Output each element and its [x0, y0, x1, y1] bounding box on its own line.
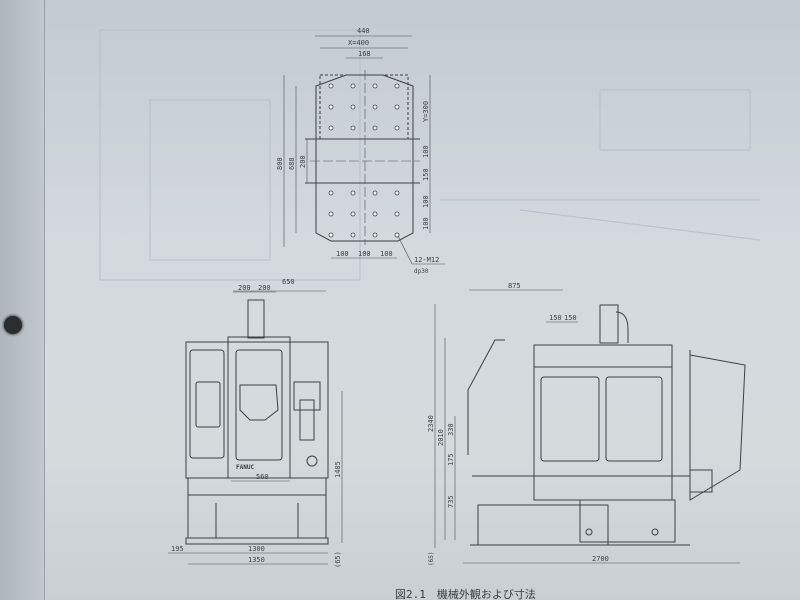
dim-2700: 2700	[592, 555, 609, 563]
dim-200: 200	[299, 155, 307, 168]
front-view: 650 200 200 FANUC 560 1485 (65) 195 1300…	[168, 278, 343, 568]
dim-1350: 1350	[248, 556, 265, 564]
dim-168: 168	[358, 50, 371, 58]
figure-caption: 図2.1 機械外観および寸法	[395, 587, 536, 600]
dim-195: 195	[171, 545, 184, 553]
dim-right-100: 100	[422, 145, 430, 158]
table-drawing: 440 X=400 168 800 688 200 Y=300 100 150 …	[276, 27, 445, 275]
binder-margin	[0, 0, 45, 600]
dim-65-side: (65)	[428, 552, 435, 566]
dim-1485: 1485	[334, 461, 342, 478]
dim-2340: 2340	[427, 415, 435, 432]
dim-bottom-100: 100	[336, 250, 349, 258]
dim-440: 440	[357, 27, 370, 35]
dim-2010: 2010	[437, 429, 445, 446]
dim-200-right: 200	[258, 284, 271, 292]
dim-150-left: 150	[549, 314, 562, 322]
hole-depth-label: dp30	[414, 268, 429, 275]
dim-150-right: 150	[564, 314, 577, 322]
dim-875: 875	[508, 282, 521, 290]
dim-right-150: 150	[422, 168, 430, 181]
dim-1300: 1300	[248, 545, 265, 553]
brand-logo: FANUC	[236, 464, 254, 471]
dim-x-travel: X=400	[348, 39, 369, 47]
dim-right-100: 100	[422, 195, 430, 208]
side-view: 875 150 150 2340 2010 330 175 735 (65) 2…	[427, 282, 746, 566]
tapped-holes	[328, 83, 400, 238]
dim-330: 330	[447, 423, 455, 436]
dim-bottom-100: 100	[380, 250, 393, 258]
dim-200-left: 200	[238, 284, 251, 292]
dim-175: 175	[447, 453, 455, 466]
bleed-through	[99, 29, 761, 281]
dim-65-front: (65)	[334, 551, 342, 568]
dim-bottom-100: 100	[358, 250, 371, 258]
dim-650: 650	[282, 278, 295, 286]
tapped-holes-label: 12-M12	[414, 256, 439, 264]
dim-735: 735	[447, 495, 455, 508]
dim-right-100: 100	[422, 217, 430, 230]
dim-688: 688	[288, 157, 296, 170]
binder-hole	[4, 316, 22, 334]
dim-800: 800	[276, 157, 284, 170]
dim-y-travel: Y=300	[422, 101, 430, 122]
dim-560: 560	[256, 473, 269, 481]
